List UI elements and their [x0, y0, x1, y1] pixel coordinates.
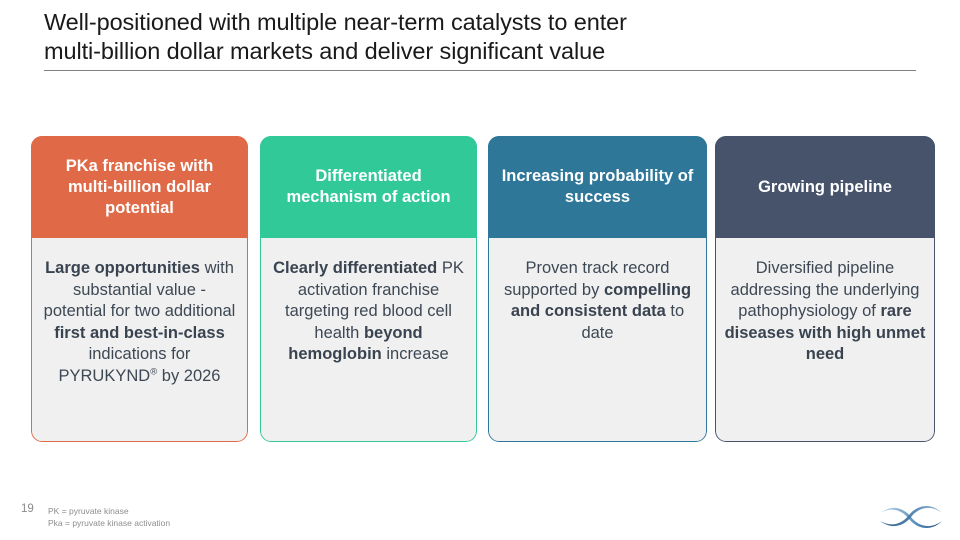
- card-body-differentiated-moa: Clearly differentiated PK activation fra…: [260, 238, 477, 442]
- card-body-text: Diversified pipeline addressing the unde…: [724, 259, 926, 363]
- title-divider: [44, 70, 916, 71]
- card-header-label: PKa franchise with multi-billion dollar …: [65, 156, 214, 217]
- logo-ribbon-icon: [880, 506, 942, 528]
- card-header-label: Growing pipeline: [758, 177, 892, 196]
- card-body-text: Proven track record supported by compell…: [503, 259, 692, 342]
- page-title: Well-positioned with multiple near-term …: [44, 9, 627, 64]
- logo-stroke-upper: [880, 507, 942, 528]
- card-differentiated-moa[interactable]: Differentiated mechanism of action Clear…: [260, 136, 477, 442]
- agios-ribbon-logo: [876, 500, 946, 534]
- card-body-text: Large opportunities with substantial val…: [43, 259, 236, 385]
- card-header-label: Increasing probability of success: [501, 167, 694, 206]
- card-header-growing-pipeline: Growing pipeline: [715, 136, 935, 238]
- card-header-label: Differentiated mechanism of action: [286, 167, 451, 206]
- card-body-pka-franchise: Large opportunities with substantial val…: [31, 238, 248, 442]
- value-proposition-cards: PKa franchise with multi-billion dollar …: [31, 136, 935, 442]
- logo-stroke-lower: [880, 506, 942, 527]
- card-body-growing-pipeline: Diversified pipeline addressing the unde…: [715, 238, 935, 442]
- card-body-text: Clearly differentiated PK activation fra…: [273, 259, 464, 363]
- page-number: 19: [21, 503, 34, 515]
- card-pka-franchise[interactable]: PKa franchise with multi-billion dollar …: [31, 136, 248, 442]
- footnotes: PK = pyruvate kinase Pka = pyruvate kina…: [48, 506, 171, 528]
- card-header-probability-of-success: Increasing probability of success: [488, 136, 707, 238]
- card-probability-of-success[interactable]: Increasing probability of success Proven…: [488, 136, 707, 442]
- card-header-pka-franchise: PKa franchise with multi-billion dollar …: [31, 136, 248, 238]
- card-body-probability-of-success: Proven track record supported by compell…: [488, 238, 707, 442]
- card-growing-pipeline[interactable]: Growing pipeline Diversified pipeline ad…: [715, 136, 935, 442]
- card-header-differentiated-moa: Differentiated mechanism of action: [260, 136, 477, 238]
